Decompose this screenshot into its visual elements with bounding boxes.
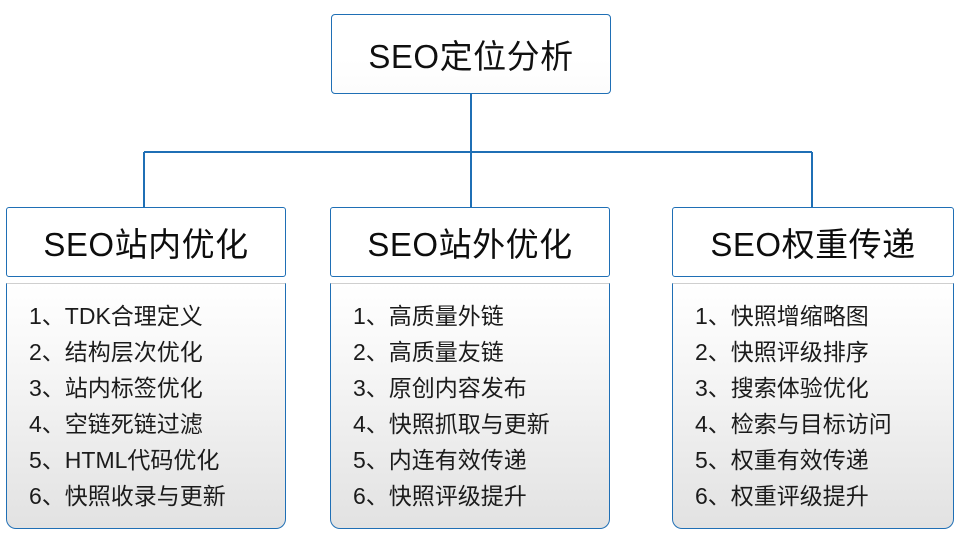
list-item: 3、站内标签优化 [29, 375, 203, 401]
list-item: 4、检索与目标访问 [695, 411, 892, 437]
list-item: 2、结构层次优化 [29, 339, 203, 365]
list-item: 2、高质量友链 [353, 339, 504, 365]
branch-header-label: SEO权重传递 [710, 226, 916, 263]
list-item: 4、快照抓取与更新 [353, 411, 550, 437]
list-item: 1、TDK合理定义 [29, 303, 203, 329]
branch-list-2: 1、高质量外链 2、高质量友链 3、原创内容发布 4、快照抓取与更新 5、内连有… [330, 283, 610, 529]
branch-header-3[interactable]: SEO权重传递 [672, 207, 954, 277]
branch-list-3: 1、快照增缩略图 2、快照评级排序 3、搜索体验优化 4、检索与目标访问 5、权… [672, 283, 954, 529]
branch-header-2[interactable]: SEO站外优化 [330, 207, 610, 277]
branch-list-1: 1、TDK合理定义 2、结构层次优化 3、站内标签优化 4、空链死链过滤 5、H… [6, 283, 286, 529]
branch-header-label: SEO站外优化 [367, 226, 573, 263]
root-node[interactable]: SEO定位分析 [331, 14, 611, 94]
branch-column-1: SEO站内优化 1、TDK合理定义 2、结构层次优化 3、站内标签优化 4、空链… [6, 207, 286, 529]
branch-header-1[interactable]: SEO站内优化 [6, 207, 286, 277]
list-item: 3、原创内容发布 [353, 375, 527, 401]
root-node-title: SEO定位分析 [368, 38, 574, 75]
list-item: 4、空链死链过滤 [29, 411, 203, 437]
list-item: 5、权重有效传递 [695, 447, 869, 473]
list-item: 1、快照增缩略图 [695, 303, 869, 329]
list-item: 5、内连有效传递 [353, 447, 527, 473]
branch-column-3: SEO权重传递 1、快照增缩略图 2、快照评级排序 3、搜索体验优化 4、检索与… [672, 207, 954, 529]
list-item: 1、高质量外链 [353, 303, 504, 329]
branch-header-label: SEO站内优化 [43, 226, 249, 263]
list-item: 6、权重评级提升 [695, 483, 869, 509]
list-item: 5、HTML代码优化 [29, 447, 220, 473]
branch-column-2: SEO站外优化 1、高质量外链 2、高质量友链 3、原创内容发布 4、快照抓取与… [330, 207, 610, 529]
list-item: 2、快照评级排序 [695, 339, 869, 365]
list-item: 6、快照收录与更新 [29, 483, 226, 509]
list-item: 6、快照评级提升 [353, 483, 527, 509]
list-item: 3、搜索体验优化 [695, 375, 869, 401]
